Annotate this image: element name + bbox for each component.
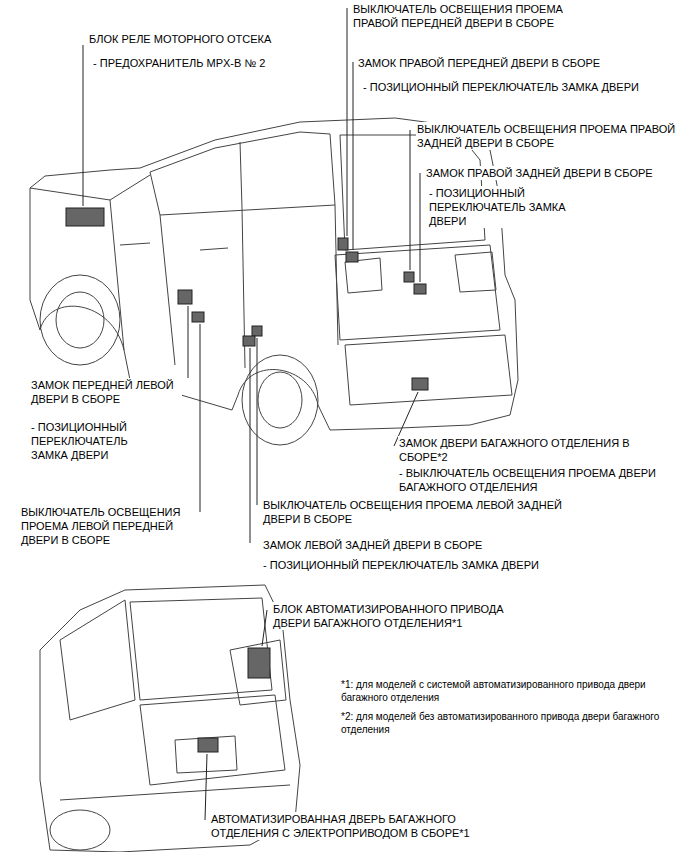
part-label: - ВЫКЛЮЧАТЕЛЬ ОСВЕЩЕНИЯ ПРОЕМА ДВЕРИ БАГ… — [398, 466, 670, 494]
part-label: ЗАМОК ДВЕРИ БАГАЖНОГО ОТДЕЛЕНИЯ В СБОРЕ*… — [398, 436, 648, 464]
part-label: ЗАМОК ЛЕВОЙ ЗАДНЕЙ ДВЕРИ В СБОРЕ — [262, 538, 562, 552]
part-label: ВЫКЛЮЧАТЕЛЬ ОСВЕЩЕНИЯ ПРОЕМА ЛЕВОЙ ПЕРЕД… — [20, 505, 194, 547]
part-label: ВЫКЛЮЧАТЕЛЬ ОСВЕЩЕНИЯ ПРОЕМА ЛЕВОЙ ЗАДНЕ… — [262, 498, 592, 526]
part-label: - ПОЗИЦИОННЫЙ ПЕРЕКЛЮЧАТЕЛЬ ЗАМКА ДВЕРИ — [262, 558, 562, 572]
part-label: - ПОЗИЦИОННЫЙ ПЕРЕКЛЮЧАТЕЛЬ ЗАМКА ДВЕРИ — [30, 420, 148, 462]
part-label: БЛОК АВТОМАТИЗИРОВАННОГО ПРИВОДА ДВЕРИ Б… — [272, 602, 534, 630]
part-label: БЛОК РЕЛЕ МОТОРНОГО ОТСЕКА — [88, 32, 328, 46]
part-label: ВЫКЛЮЧАТЕЛЬ ОСВЕЩЕНИЯ ПРОЕМА ПРАВОЙ ЗАДН… — [416, 122, 684, 150]
footnote: *1: для моделей с системой автоматизиров… — [340, 678, 680, 704]
footnote: *2: для моделей без автоматизированного … — [340, 710, 680, 736]
part-label: ЗАМОК ПРАВОЙ ЗАДНЕЙ ДВЕРИ В СБОРЕ — [425, 166, 680, 180]
part-label: АВТОМАТИЗИРОВАННАЯ ДВЕРЬ БАГАЖНОГО ОТДЕЛ… — [210, 812, 510, 840]
part-label: - ПОЗИЦИОННЫЙ ПЕРЕКЛЮЧАТЕЛЬ ЗАМКА ДВЕРИ — [362, 80, 662, 94]
part-label: - ПРЕДОХРАНИТЕЛЬ MPX-B № 2 — [92, 56, 332, 70]
part-label: ЗАМОК ПЕРЕДНЕЙ ЛЕВОЙ ДВЕРИ В СБОРЕ — [30, 378, 182, 406]
part-label: - ПОЗИЦИОННЫЙ ПЕРЕКЛЮЧАТЕЛЬ ЗАМКА ДВЕРИ — [428, 186, 606, 228]
part-label: ВЫКЛЮЧАТЕЛЬ ОСВЕЩЕНИЯ ПРОЕМА ПРАВОЙ ПЕРЕ… — [352, 2, 602, 30]
part-label: ЗАМОК ПРАВОЙ ПЕРЕДНЕЙ ДВЕРИ В СБОРЕ — [357, 56, 637, 70]
